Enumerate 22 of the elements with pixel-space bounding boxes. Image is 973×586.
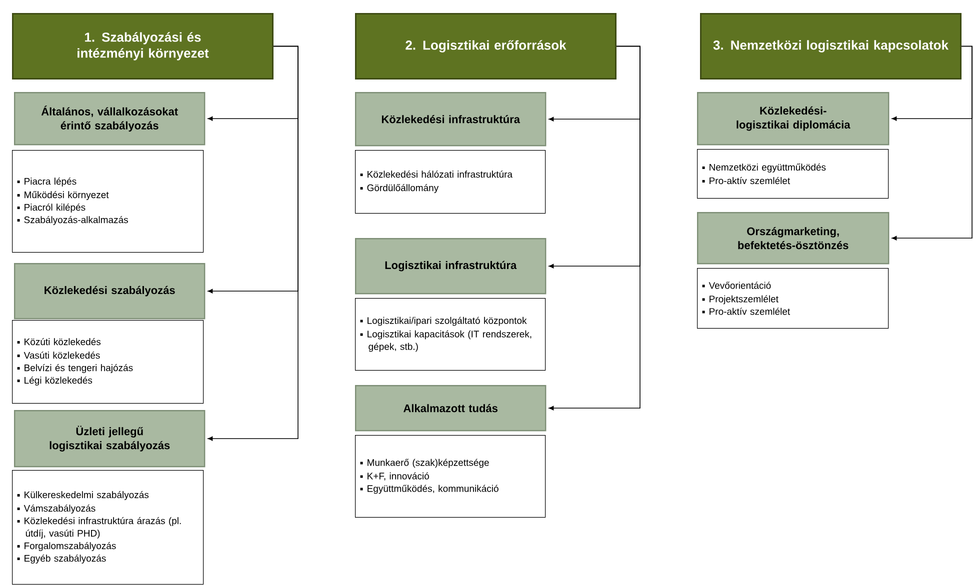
bullet-list-box: Nemzetközi együttműködés Pro-aktív szemlélet xyxy=(697,149,889,199)
arrow xyxy=(208,46,298,441)
bullet-list-box: Logisztikai/ipari szolgáltató központok Logisztikai kapacitások (IT rendszerek, gépek, stb.) xyxy=(355,298,546,371)
subcategory-box: Általános, vállalkozásokat érintő szabályozás xyxy=(14,92,206,146)
category-header: 1. Szabályozási és intézményi környezet xyxy=(12,13,274,80)
bullet-list-box: Vevőorientáció Projektszemlélet Pro-aktív szemlélet xyxy=(697,268,889,329)
arrow xyxy=(892,46,972,240)
subcategory-box: Logisztikai infrastruktúra xyxy=(355,238,546,294)
category-header: 3. Nemzetközi logisztikai kapcsolatok xyxy=(700,13,962,80)
arrow xyxy=(548,46,640,410)
subcategory-box: Alkalmazott tudás xyxy=(355,385,546,432)
bullet-list-box: Munkaerő (szak)képzettsége K+F, innováció Együttműködés, kommunikáció xyxy=(355,435,546,518)
subcategory-box: Üzleti jellegű logisztikai szabályozás xyxy=(14,410,206,468)
category-header: 2. Logisztikai erőforrások xyxy=(355,13,616,80)
bullet-list-box: Közúti közlekedés Vasúti közlekedés Belvízi és tengeri hajózás Légi közlekedés xyxy=(12,320,204,404)
bullet-list-box: Külkereskedelmi szabályozás Vámszabályozás Közlekedési infrastruktúra árazás (pl. útdíj, vasúti PHD) Forgalomszabályozás Egyéb szabályozás xyxy=(12,470,204,585)
subcategory-box: Közlekedési szabályozás xyxy=(14,263,206,320)
subcategory-box: Országmarketing, befektetés-ösztönzés xyxy=(697,212,890,264)
subcategory-box: Közlekedési-logisztikai diplomácia xyxy=(697,92,890,146)
bullet-list-box: Közlekedési hálózati infrastruktúra Gördülőállomány xyxy=(355,150,546,214)
subcategory-box: Közlekedési infrastruktúra xyxy=(355,92,546,146)
bullet-list-box: Piacra lépés Működési környezet Piacról kilépés Szabályozás-alkalmazás xyxy=(12,150,204,253)
